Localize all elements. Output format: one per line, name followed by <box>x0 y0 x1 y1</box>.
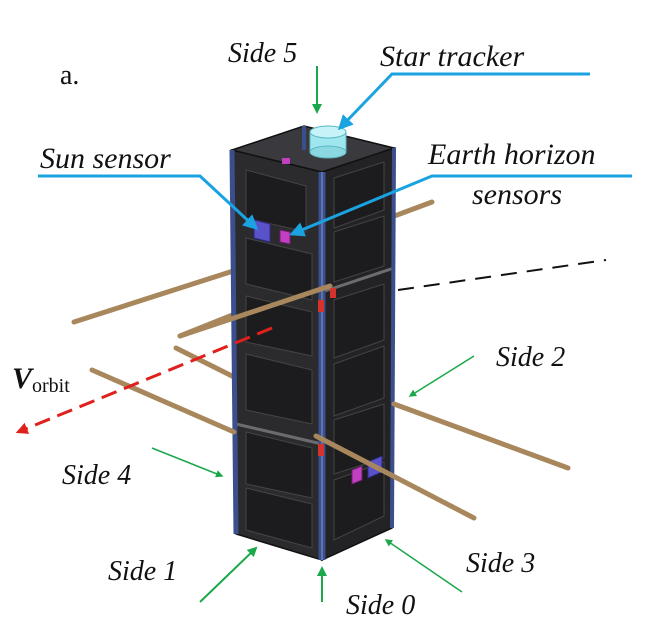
earth-horizon-label: Earth horizon <box>427 138 596 171</box>
side2-arrow <box>408 355 475 397</box>
sun-sensor-label: Sun sensor <box>40 142 171 175</box>
velocity-arrow <box>15 326 273 434</box>
panel-label: a. <box>60 60 79 91</box>
frame-rails <box>229 126 396 560</box>
star-tracker <box>309 125 347 159</box>
side-arrows <box>151 66 475 603</box>
side5-label: Side 5 <box>228 38 297 69</box>
star-tracker-callout <box>337 72 590 131</box>
side3-arrow <box>384 539 463 593</box>
side1-label: Side 1 <box>108 556 177 587</box>
side4-arrow <box>151 447 224 478</box>
velocity-label: Vorbit <box>12 362 70 397</box>
top-horizon-sensor <box>282 158 290 164</box>
side2-label: Side 2 <box>496 342 565 373</box>
side1-arrow <box>199 546 258 603</box>
antenna-rods-front <box>89 283 571 521</box>
sensors-label: sensors <box>472 178 562 211</box>
sun-sensor-callout <box>38 174 259 231</box>
left-face-panels <box>235 169 323 549</box>
sun-sensor <box>253 219 271 243</box>
velocity-subscript: orbit <box>32 375 70 397</box>
horizon-sensor-callout <box>289 174 632 237</box>
velocity-symbol: V <box>12 362 35 395</box>
earth-horizon-sensor-lower <box>351 465 363 485</box>
side0-label: Side 0 <box>346 590 415 621</box>
orbit-reference-line <box>397 259 607 291</box>
cubesat-body <box>229 125 397 562</box>
side4-label: Side 4 <box>62 460 131 491</box>
callout-lines <box>38 72 632 237</box>
star-tracker-label: Star tracker <box>380 40 524 73</box>
earth-horizon-sensor <box>279 229 291 245</box>
side3-label: Side 3 <box>466 548 535 579</box>
